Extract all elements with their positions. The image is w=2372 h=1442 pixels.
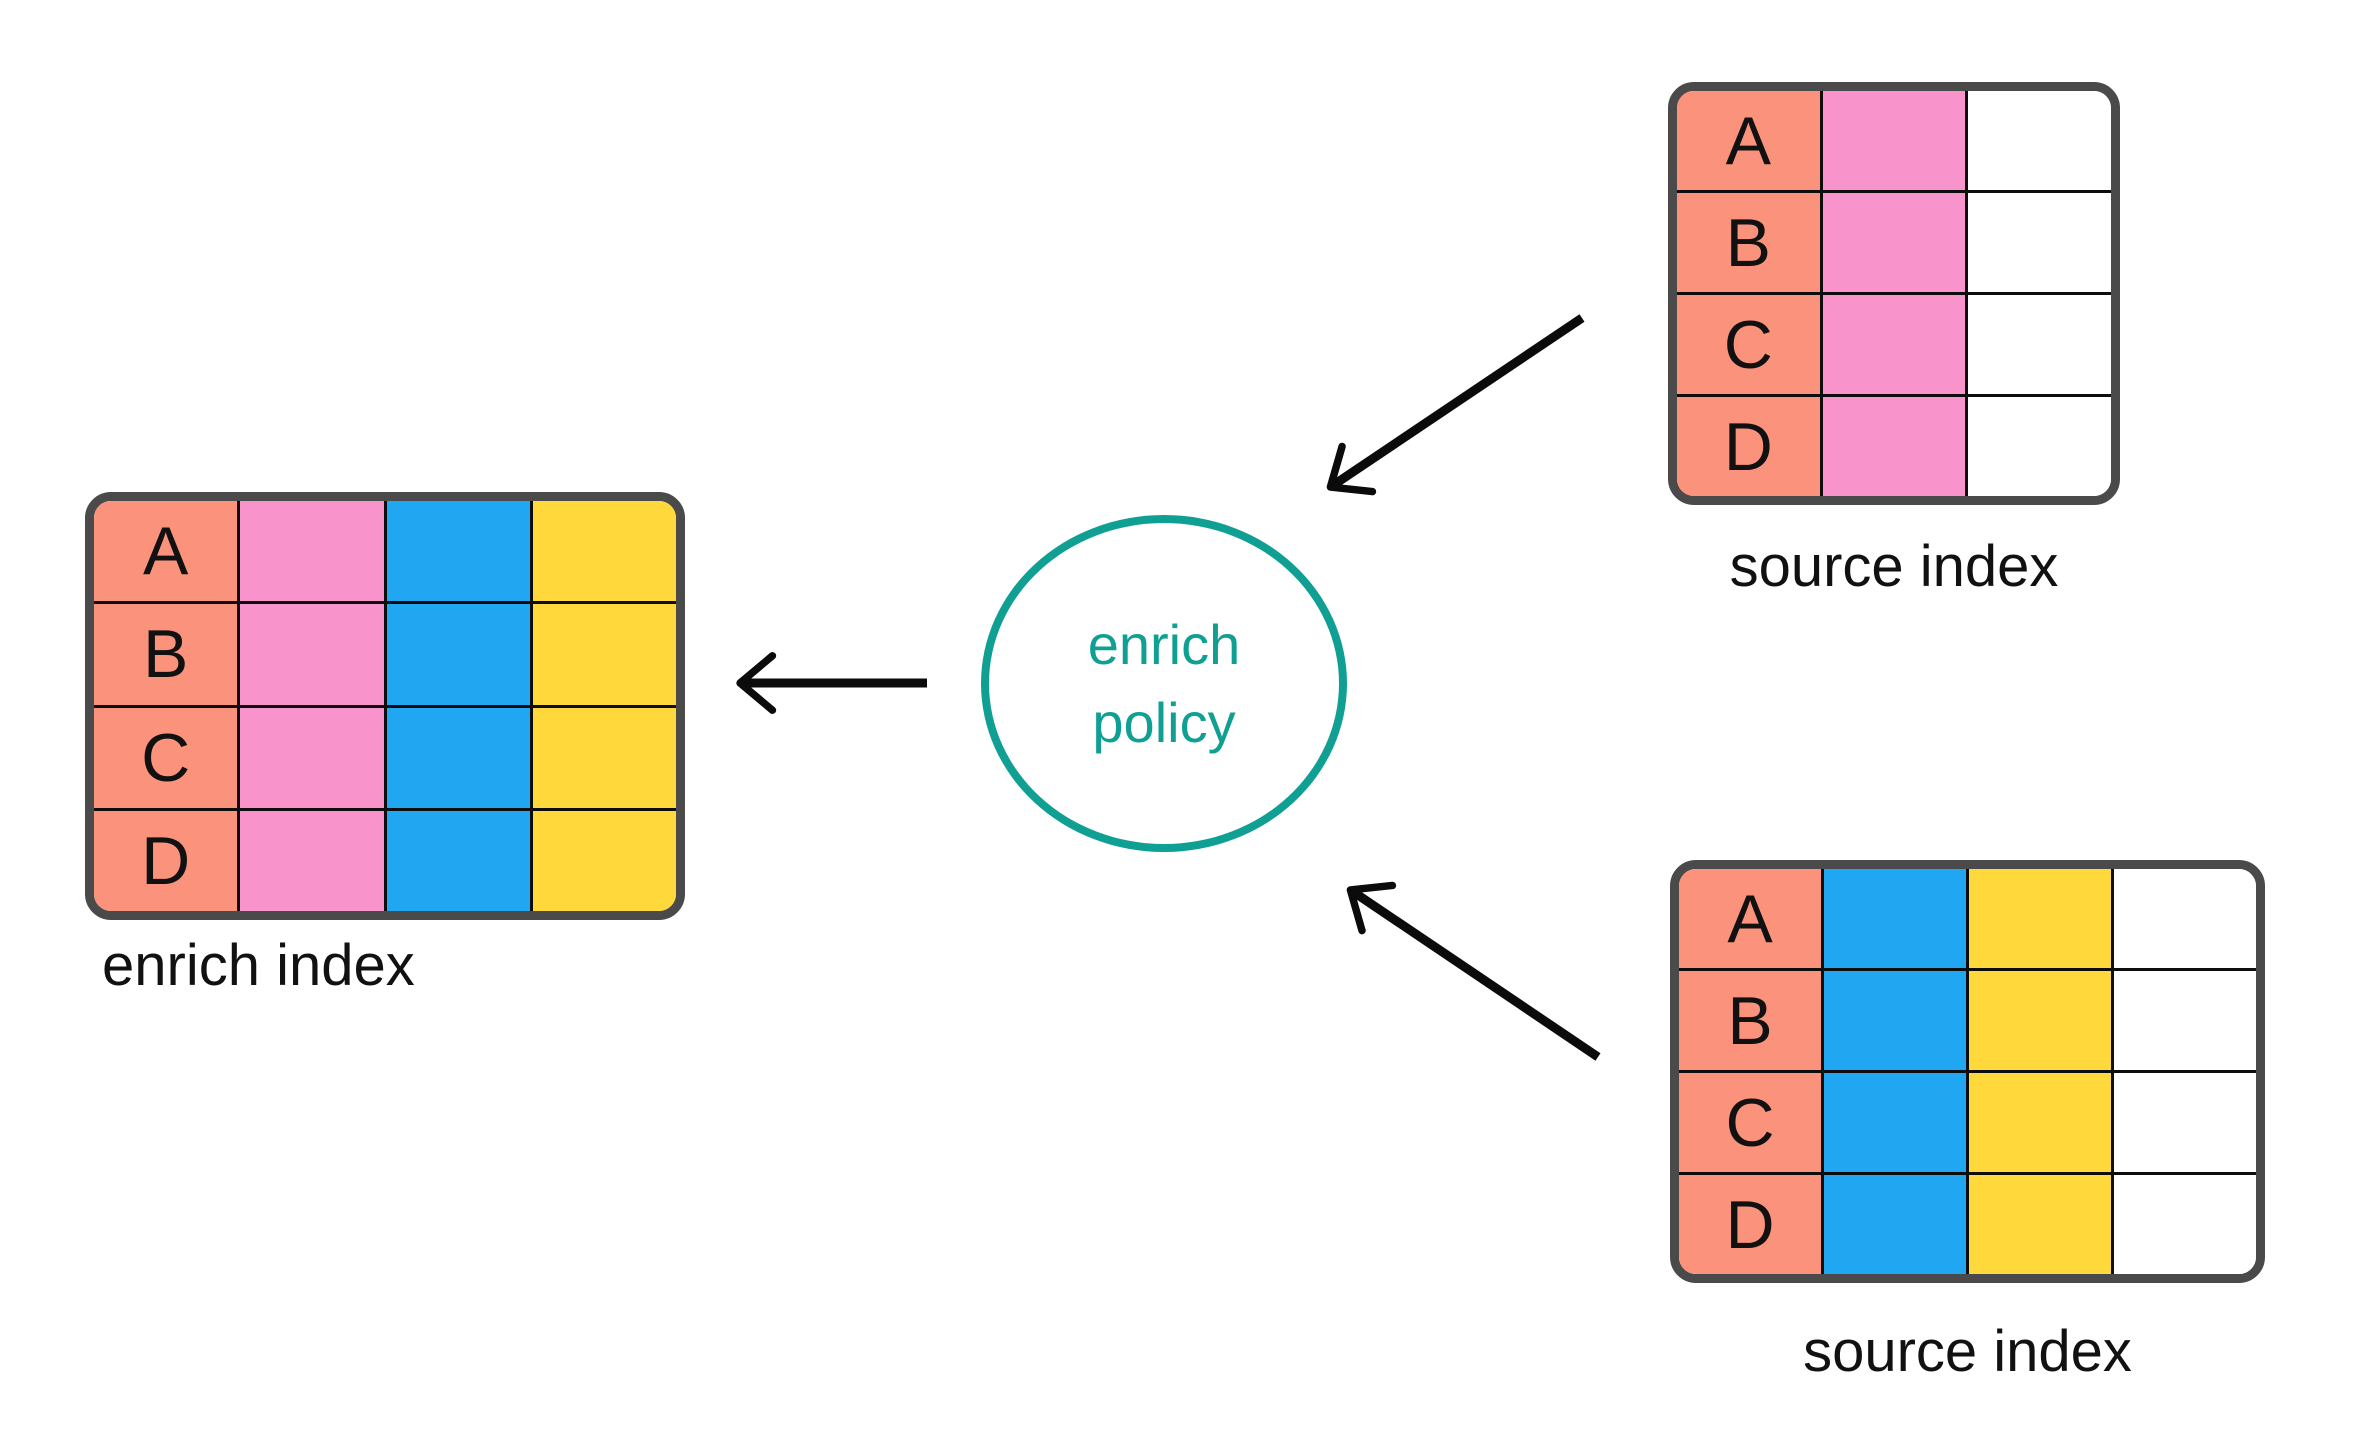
- table-cell: [1968, 91, 2111, 190]
- table-cell: [2114, 971, 2256, 1070]
- table-cell: [1824, 971, 1969, 1070]
- table-cell: [532, 501, 676, 602]
- table-cell-key: A: [1679, 869, 1824, 968]
- enrich-policy-label-line2: policy: [1092, 690, 1236, 754]
- table-cell: [386, 501, 533, 602]
- table-row: B: [1679, 971, 2256, 1073]
- table-cell: [532, 810, 676, 911]
- table-row: C: [1677, 295, 2111, 397]
- table-cell: [1968, 397, 2111, 496]
- table-cell-key: B: [1677, 193, 1823, 292]
- table-cell: [1969, 971, 2114, 1070]
- table-cell: [240, 501, 387, 602]
- table-row: B: [1677, 193, 2111, 295]
- table-cell: [532, 707, 676, 808]
- table-cell: [1968, 295, 2111, 394]
- table-row: C: [1679, 1073, 2256, 1175]
- table-row: A: [94, 501, 676, 605]
- table-cell: [1822, 295, 1969, 394]
- table-cell-key: C: [94, 707, 241, 808]
- table-row: A: [1677, 91, 2111, 193]
- source-index-bottom-table: A B C D: [1670, 860, 2265, 1283]
- table-cell-key: D: [94, 810, 241, 911]
- source-index-top-table: A B C D: [1668, 82, 2120, 505]
- table-cell: [1824, 869, 1969, 968]
- source-index-bottom-label: source index: [1803, 1319, 2132, 1384]
- enrich-index-label: enrich index: [102, 933, 415, 998]
- table-row: D: [94, 810, 676, 911]
- table-cell: [1969, 869, 2114, 968]
- arrow-source-top-to-policy-icon: [1326, 314, 1585, 496]
- source-index-top-label: source index: [1729, 534, 2059, 599]
- enrich-index-table: A B C D: [85, 492, 685, 920]
- table-cell-key: C: [1679, 1073, 1824, 1172]
- table-cell: [386, 810, 533, 911]
- table-cell: [2114, 1073, 2256, 1172]
- table-cell-key: B: [1679, 971, 1824, 1070]
- table-cell: [1969, 1073, 2114, 1172]
- table-cell: [1824, 1073, 1969, 1172]
- table-cell-key: C: [1677, 295, 1823, 394]
- table-cell-key: B: [94, 604, 241, 705]
- table-row: C: [94, 707, 676, 811]
- table-cell: [240, 810, 387, 911]
- table-row: D: [1679, 1175, 2256, 1274]
- table-row: B: [94, 604, 676, 708]
- table-cell-key: D: [1677, 397, 1823, 496]
- table-cell: [1824, 1175, 1969, 1274]
- arrow-source-bottom-to-policy-icon: [1346, 881, 1601, 1061]
- table-cell: [1822, 397, 1969, 496]
- enrich-policy-circle: enrich policy: [981, 515, 1347, 852]
- table-cell: [1968, 193, 2111, 292]
- table-cell: [1822, 91, 1969, 190]
- table-cell: [2114, 1175, 2256, 1274]
- table-cell-key: A: [1677, 91, 1823, 190]
- table-cell: [240, 604, 387, 705]
- table-cell: [386, 604, 533, 705]
- table-cell: [1822, 193, 1969, 292]
- table-cell: [386, 707, 533, 808]
- table-cell: [2114, 869, 2256, 968]
- table-cell: [240, 707, 387, 808]
- table-cell-key: A: [94, 501, 241, 602]
- table-cell: [532, 604, 676, 705]
- table-row: A: [1679, 869, 2256, 971]
- enrich-policy-label-line1: enrich: [1087, 613, 1241, 677]
- table-cell-key: D: [1679, 1175, 1824, 1274]
- table-cell: [1969, 1175, 2114, 1274]
- table-row: D: [1677, 397, 2111, 496]
